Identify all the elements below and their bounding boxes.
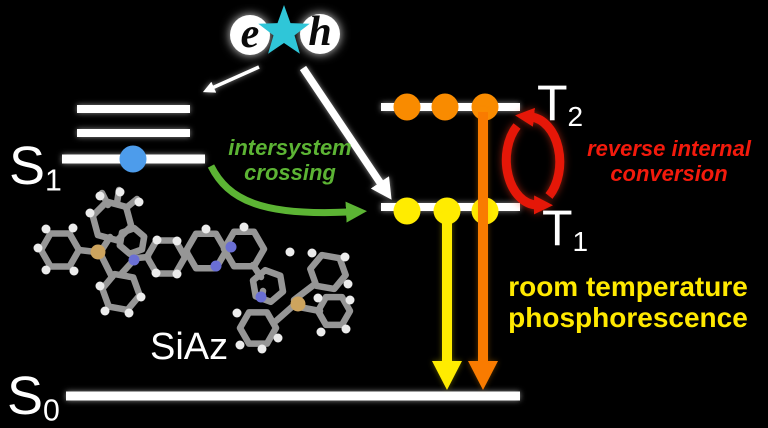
intersystem-crossing-arrow xyxy=(207,164,367,223)
rtp-line1: room temperature xyxy=(508,271,748,302)
t1-symbol: T xyxy=(542,200,573,256)
s1-subscript: 1 xyxy=(45,164,62,198)
t1-level-label: T1 xyxy=(542,203,588,256)
intersystem-crossing-label: intersystem crossing xyxy=(204,135,376,185)
exciton-star-icon xyxy=(258,5,310,54)
t2-level-label: T2 xyxy=(537,78,583,131)
rtp-line2: phosphorescence xyxy=(508,301,748,333)
t2-symbol: T xyxy=(537,75,568,131)
exciton-to-singlet-arrow xyxy=(202,65,260,93)
hole-circle xyxy=(300,14,340,54)
s1-level-label: S1 xyxy=(9,139,62,197)
t2-subscript: 2 xyxy=(567,101,584,133)
room-temperature-phosphorescence-label: room temperature phosphorescence xyxy=(488,271,768,334)
s0-subscript: 0 xyxy=(43,394,60,428)
ric-line2: conversion xyxy=(610,161,728,187)
ric-up-arc xyxy=(515,107,565,199)
t1-subscript: 1 xyxy=(572,226,589,258)
molecule-structure xyxy=(33,186,355,354)
t2-electron-dots xyxy=(393,93,499,121)
s1-electron-dot xyxy=(119,145,147,173)
s1-symbol: S xyxy=(9,136,46,196)
ric-line1: reverse internal xyxy=(587,136,751,161)
s0-symbol: S xyxy=(7,366,44,426)
isc-line1: intersystem xyxy=(228,135,352,160)
ric-down-arc xyxy=(501,123,553,215)
reverse-internal-conversion-cycle xyxy=(501,107,565,215)
s0-level-label: S0 xyxy=(7,369,60,427)
isc-line2: crossing xyxy=(244,160,336,186)
molecule-name-label: SiAz xyxy=(150,326,229,368)
hole-label: h xyxy=(308,9,332,56)
exciton-to-triplet-arrow xyxy=(299,65,392,200)
reverse-internal-conversion-label: reverse internal conversion xyxy=(570,136,768,186)
electron-label: e xyxy=(240,11,260,58)
